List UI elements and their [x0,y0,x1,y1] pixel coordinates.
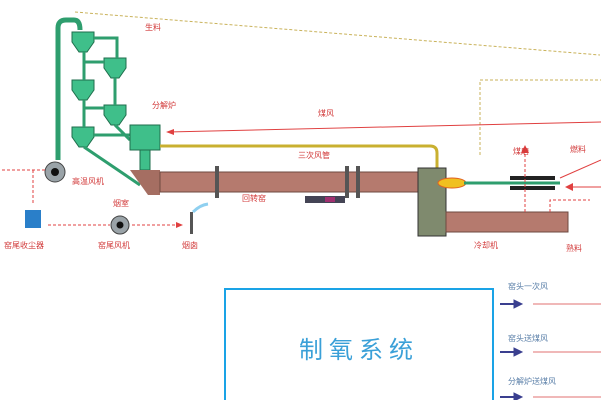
label-smoke-chamber: 烟室 [113,199,129,208]
label-coal-air: 煤风 [318,109,334,118]
cyclone-connectors [82,36,141,187]
label-kiln-head-primary-air: 窑头一次风 [508,282,548,291]
label-kiln-tail-fan: 窑尾风机 [98,241,130,250]
chimney-shape [190,212,193,234]
oxygen-system-box: 制氧系统 [224,288,494,400]
kiln-hood [417,167,447,237]
dust-collector-shape [25,210,41,228]
burner-flame [437,177,467,189]
label-clinker: 熟料 [566,244,582,253]
label-fuel: 燃料 [570,145,586,154]
label-rotary-kiln: 回转窑 [242,194,266,203]
calciner [129,124,161,171]
label-high-temp-fan: 高温风机 [72,177,104,186]
label-cooler: 冷却机 [474,241,498,250]
smoke-chamber [130,170,160,195]
label-tertiary-air-duct: 三次风管 [298,151,330,160]
label-kiln-head-coal-conveying-air: 窑头送煤风 [508,334,548,343]
tertiary-air-duct-line [160,144,439,170]
kiln-motor [325,197,335,202]
cooler-exhaust-line [549,199,590,212]
label-chimney: 烟囱 [182,241,198,250]
kiln-tyre [356,166,360,198]
oxygen-output-arrows [500,299,524,400]
burner-channel [510,186,555,190]
fuel-leader [559,159,601,179]
preheater-cyclones [71,31,127,148]
cooler [445,211,569,233]
riser-duct [55,17,83,160]
chimney-smoke [191,202,209,214]
coal-air-line [167,121,601,133]
coal-air-arrow [166,129,174,135]
kiln-tyre [345,166,349,198]
label-calciner-coal-conveying-air: 分解炉送煤风 [508,377,556,386]
label-kiln-tail-dust-collector: 窑尾收尘器 [4,241,44,250]
fuel-in-arrow [565,183,573,191]
coal-mill-arrow [521,145,529,153]
rotary-kiln [159,171,421,193]
kiln-tyre [215,166,219,198]
label-raw-meal: 生料 [145,23,161,32]
burner-channel [510,176,555,180]
oxygen-output-lines [533,303,601,398]
control-dashed-line [74,11,601,56]
oxygen-system-title: 制氧系统 [299,336,419,364]
control-dashed-line-right [479,79,601,155]
label-calciner: 分解炉 [152,101,176,110]
label-coal-mill: 煤磨 [513,147,529,156]
